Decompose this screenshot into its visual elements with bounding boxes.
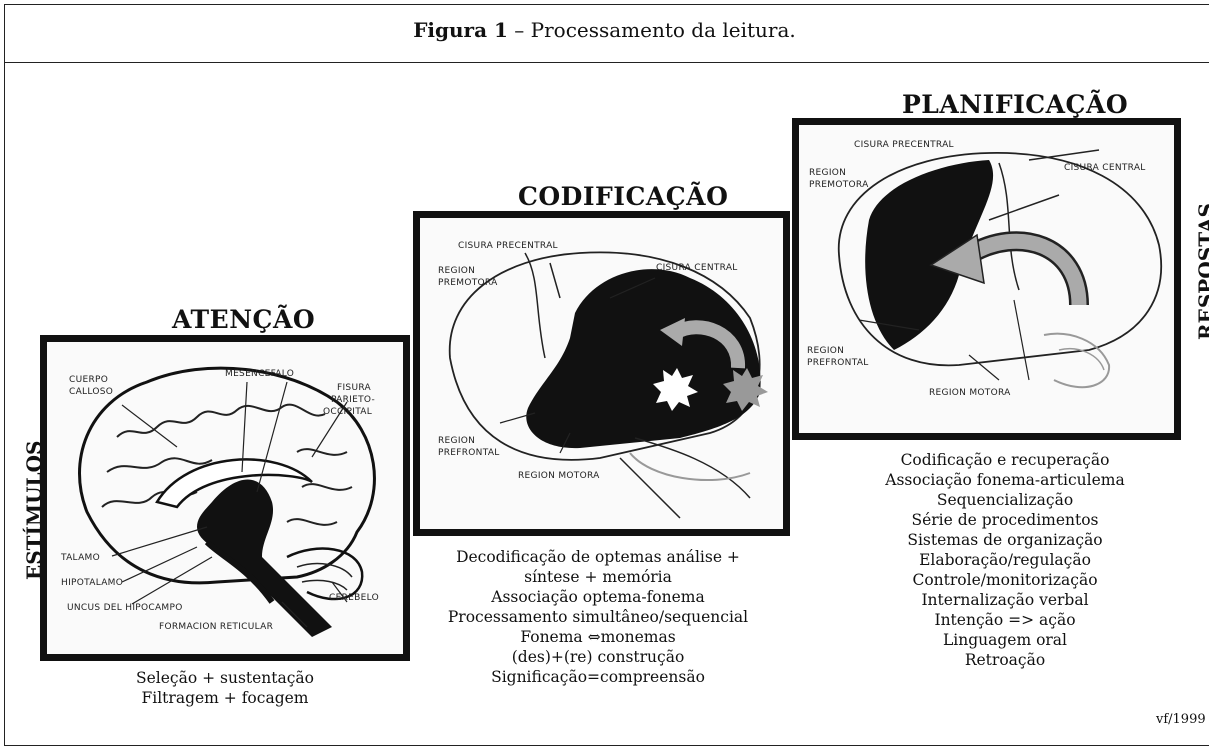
desc-codificacao: Decodificação de optemas análise + sínte… bbox=[413, 547, 783, 687]
lbl-region-motora: REGION MOTORA bbox=[929, 388, 1011, 398]
lbl-talamo: TALAMO bbox=[60, 553, 100, 563]
desc-line: Processamento simultâneo/sequencial bbox=[447, 608, 749, 626]
desc-line: Associação optema-fonema bbox=[491, 588, 705, 606]
lbl-cisura-central: CISURA CENTRAL bbox=[1064, 163, 1146, 173]
title-planificacao: PLANIFICAÇÃO bbox=[902, 90, 1129, 119]
lbl-formacion: FORMACION RETICULAR bbox=[159, 622, 273, 632]
lbl-cuerpo: CUERPO bbox=[69, 375, 108, 385]
brain-codificacao: CISURA PRECENTRAL REGION PREMOTORA CISUR… bbox=[413, 211, 790, 536]
lbl-cisura-precentral: CISURA PRECENTRAL bbox=[458, 241, 558, 251]
desc-line: Elaboração/regulação bbox=[919, 551, 1091, 569]
lbl-region: REGION bbox=[807, 346, 844, 356]
lbl-region: REGION bbox=[438, 436, 475, 446]
desc-line: Retroação bbox=[964, 651, 1046, 669]
desc-line: Sequencialização bbox=[936, 491, 1074, 509]
lbl-region-motora: REGION MOTORA bbox=[518, 471, 600, 481]
lbl-cisura-central: CISURA CENTRAL bbox=[656, 263, 738, 273]
lbl-parieto: PARIETO- bbox=[331, 395, 375, 405]
lbl-prefrontal: PREFRONTAL bbox=[807, 358, 869, 368]
label-respostas: RESPOSTAS bbox=[1194, 203, 1209, 340]
lbl-occipital: OCCIPITAL bbox=[323, 407, 372, 417]
figure-caption: Figura 1 – Processamento da leitura. bbox=[413, 18, 796, 42]
desc-line: Seleção + sustentação bbox=[135, 669, 314, 687]
desc-line: Codificação e recuperação bbox=[900, 451, 1110, 469]
desc-line: (des)+(re) construção bbox=[511, 648, 685, 666]
lbl-mesencefalo: MESENCEFALO bbox=[225, 369, 294, 379]
brain-atencao: CUERPO CALLOSO MESENCEFALO FISURA PARIET… bbox=[40, 335, 410, 661]
caption-row bbox=[4, 4, 1209, 63]
lbl-calloso: CALLOSO bbox=[69, 387, 113, 397]
desc-line: Significação=compreensão bbox=[491, 668, 705, 686]
lbl-prefrontal: PREFRONTAL bbox=[438, 448, 500, 458]
lbl-hipotalamo: HIPOTALAMO bbox=[61, 578, 123, 588]
title-atencao: ATENÇÃO bbox=[172, 305, 316, 334]
lbl-fisura: FISURA bbox=[337, 383, 372, 393]
desc-line: Intenção => ação bbox=[934, 611, 1076, 629]
desc-line: Decodificação de optemas análise + bbox=[456, 548, 740, 566]
lbl-premotora: PREMOTORA bbox=[809, 180, 869, 190]
desc-planificacao: Codificação e recuperação Associação fon… bbox=[815, 450, 1195, 670]
title-codificacao: CODIFICAÇÃO bbox=[518, 182, 729, 211]
desc-atencao: Seleção + sustentação Filtragem + focage… bbox=[40, 668, 410, 708]
desc-line: Linguagem oral bbox=[942, 631, 1068, 649]
lbl-region: REGION bbox=[438, 266, 475, 276]
lbl-cerebelo: CEREBELO bbox=[329, 593, 379, 603]
desc-line: síntese + memória bbox=[524, 568, 672, 586]
desc-line: Sistemas de organização bbox=[907, 531, 1103, 549]
desc-line: Filtragem + focagem bbox=[141, 689, 309, 707]
brain-planificacao: CISURA PRECENTRAL CISURA CENTRAL REGION … bbox=[792, 118, 1181, 440]
desc-line: Fonema ⇔monemas bbox=[520, 628, 676, 646]
signature: vf/1999 bbox=[1156, 712, 1206, 727]
lbl-region: REGION bbox=[809, 168, 846, 178]
lbl-premotora: PREMOTORA bbox=[438, 278, 498, 288]
desc-line: Associação fonema-articulema bbox=[885, 471, 1125, 489]
lbl-cisura-precentral: CISURA PRECENTRAL bbox=[854, 140, 954, 150]
desc-line: Internalização verbal bbox=[921, 591, 1089, 609]
desc-line: Série de procedimentos bbox=[911, 511, 1099, 529]
lbl-uncus: UNCUS DEL HIPOCAMPO bbox=[67, 603, 183, 613]
desc-line: Controle/monitorização bbox=[912, 571, 1098, 589]
